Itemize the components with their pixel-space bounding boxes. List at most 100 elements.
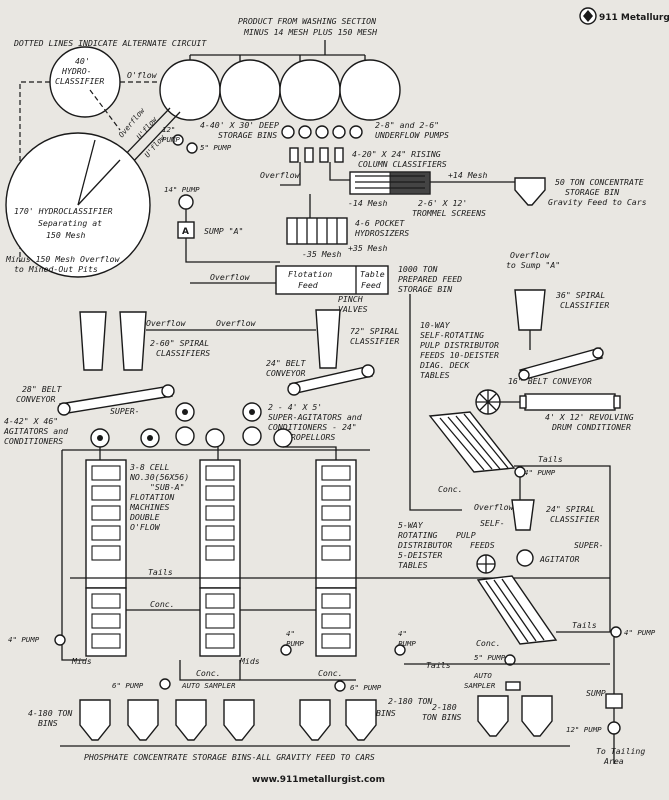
flotation-machines-b xyxy=(199,459,241,657)
pump-12-label-b: PUMP xyxy=(162,135,180,144)
agitators-42 xyxy=(90,428,293,448)
super-agitator-right xyxy=(516,549,534,567)
plus35-label: +35 Mesh xyxy=(348,243,388,253)
hydroclassifier-170-label-b: Separating at xyxy=(38,218,102,228)
agitators-42-label-c: CONDITIONERS xyxy=(4,436,63,446)
tailing-label-b: Area xyxy=(603,756,624,766)
rising-col-label-b: COLUMN CLASSIFIERS xyxy=(358,159,447,169)
belt-conveyor-28 xyxy=(57,384,175,416)
self-pulp-label-c: FEEDS xyxy=(470,540,495,550)
flot-label-a: 3-8 CELL xyxy=(129,462,170,472)
pump-4-mid-label-b: PUMP xyxy=(286,639,304,648)
pump-4-right-label-b: PUMP xyxy=(398,639,416,648)
underflow-pumps xyxy=(281,125,363,139)
flot-label-e: MACHINES xyxy=(129,502,170,512)
tails-4-label: Tails xyxy=(426,660,451,670)
concentrate-bin-50 xyxy=(514,177,546,206)
storage-bins-label-b: STORAGE BINS xyxy=(218,130,277,140)
website-url[interactable]: www.911metallurgist.com xyxy=(252,775,385,785)
conc-bin-label-c: Gravity Feed to Cars xyxy=(548,197,647,207)
super-agit-label-b: SUPER-AGITATORS and xyxy=(268,412,363,422)
hydroclassifier-40-label-a: 40' xyxy=(75,56,90,66)
pump-6-right xyxy=(334,680,346,692)
pump-6-left xyxy=(159,678,171,690)
deister-tables-5 xyxy=(476,575,558,645)
flotation-feed-label-a: Flotation xyxy=(288,269,332,279)
agitators-42-label-a: 4-42" X 46" xyxy=(4,416,58,426)
sump-a-label: SUMP "A" xyxy=(204,226,243,236)
belt-24-label-a: 24" BELT xyxy=(266,358,307,368)
super-agitators xyxy=(175,402,262,446)
header-line1: PRODUCT FROM WASHING SECTION xyxy=(238,16,376,26)
table-feed-label-b: Feed xyxy=(361,280,382,290)
auto-sampler-2-label-b: SAMPLER xyxy=(464,681,496,690)
distributor10-label-e: DIAG. DECK xyxy=(419,360,470,370)
conc-bin-label-b: STORAGE BIN xyxy=(565,187,619,197)
pump-5-bottom-label: 5" PUMP xyxy=(474,653,506,662)
distributor10-label-f: TABLES xyxy=(420,370,450,380)
distributor5-label-b: ROTATING xyxy=(398,530,438,540)
overflow-4-label: Overflow xyxy=(216,318,257,328)
spiral-classifier-24 xyxy=(511,499,535,531)
distributor5-label-d: 5-DEISTER xyxy=(398,550,442,560)
flotation-feed-label-b: Feed xyxy=(298,280,319,290)
footer-caption: PHOSPHATE CONCENTRATE STORAGE BINS-ALL G… xyxy=(84,752,375,762)
spiral-60-label-a: 2-60" SPIRAL xyxy=(150,338,209,348)
spiral-72-label-b: CLASSIFIER xyxy=(350,336,399,346)
conc-1-label: Conc. xyxy=(150,599,175,609)
flotation-machines-c xyxy=(315,459,357,657)
concentrate-bins-4 xyxy=(79,699,255,741)
minus35-label: -35 Mesh xyxy=(302,249,342,259)
storage-bins xyxy=(159,59,401,121)
pump-4-mid-label-a: 4" xyxy=(286,629,295,638)
underflow-pumps-label-a: 2-8" and 2-6" xyxy=(375,120,439,130)
bins-2b-label-b: TON BINS xyxy=(422,712,462,722)
distributor10-label-b: SELF-ROTATING xyxy=(420,330,484,340)
pump-14-label: 14" PUMP xyxy=(164,185,200,194)
belt-conveyor-16 xyxy=(518,347,604,381)
pinch-label-a: PINCH xyxy=(338,294,363,304)
bins-2a-label-b: BINS xyxy=(376,708,396,718)
mids-2-label: Mids xyxy=(239,656,260,666)
pump-6-right-label: 6" PUMP xyxy=(350,683,382,692)
tails-3-label: Tails xyxy=(572,620,597,630)
super-agit-label-c: CONDITIONERS - 24" xyxy=(268,422,357,432)
spiral-classifier-60-a xyxy=(79,311,107,371)
conc-right-label: Conc. xyxy=(438,484,463,494)
overflow-1-label: Overflow xyxy=(260,170,301,180)
spiral-36-label-a: 36" SPIRAL xyxy=(555,290,605,300)
spiral-24-label-a: 24" SPIRAL xyxy=(546,504,595,514)
conc-4-label: Conc. xyxy=(476,638,501,648)
bins-2b-label-a: 2-180 xyxy=(432,702,457,712)
sump-bottom-label: SUMP xyxy=(586,688,606,698)
minus14-label: -14 Mesh xyxy=(348,198,388,208)
bins-2a-label-a: 2-180 TON xyxy=(388,696,432,706)
rising-col-label-a: 4-20" X 24" RISING xyxy=(352,149,441,159)
pump-4-far-right-label: 4" PUMP xyxy=(624,628,656,637)
hydrosizers-label-a: 4-6 POCKET xyxy=(355,218,405,228)
pump-4-right-label-a: 4" xyxy=(398,629,407,638)
pump-4-left-label: 4" PUMP xyxy=(8,635,40,644)
spiral-classifier-72 xyxy=(315,309,341,369)
pump-5-label: 5" PUMP xyxy=(200,143,232,152)
pump-5-top xyxy=(186,142,198,154)
site-logo: 911 Metallurgist xyxy=(579,7,669,25)
tailing-label-a: To Tailing xyxy=(596,746,645,756)
belt-16-label: 16" BELT CONVEYOR xyxy=(508,376,592,386)
hydrosizers-label-b: HYDROSIZERS xyxy=(354,228,409,238)
prepared-feed-label-a: 1000 TON xyxy=(398,264,438,274)
hydroclassifier-170-label-c: 150 Mesh xyxy=(46,230,86,240)
plus14-label: +14 Mesh xyxy=(448,170,488,180)
pump-12-top xyxy=(172,134,184,146)
logo-text: 911 Metallurgist xyxy=(599,13,669,23)
spiral-36-label-b: CLASSIFIER xyxy=(560,300,609,310)
hydroclassifier-170-label-a: 170' HYDROCLASSIFIER xyxy=(14,206,113,216)
auto-sampler-2 xyxy=(505,681,521,691)
hydroclassifier-40-label-b: HYDRO- xyxy=(61,66,92,76)
conc-2-label: Conc. xyxy=(196,668,221,678)
auto-sampler-2-label-a: AUTO xyxy=(473,671,492,680)
mids-1-label: Mids xyxy=(71,656,92,666)
flot-label-d: FLOTATION xyxy=(130,492,174,502)
pump-12-bottom-label: 12" PUMP xyxy=(566,725,602,734)
super-label: SUPER- xyxy=(110,406,140,416)
